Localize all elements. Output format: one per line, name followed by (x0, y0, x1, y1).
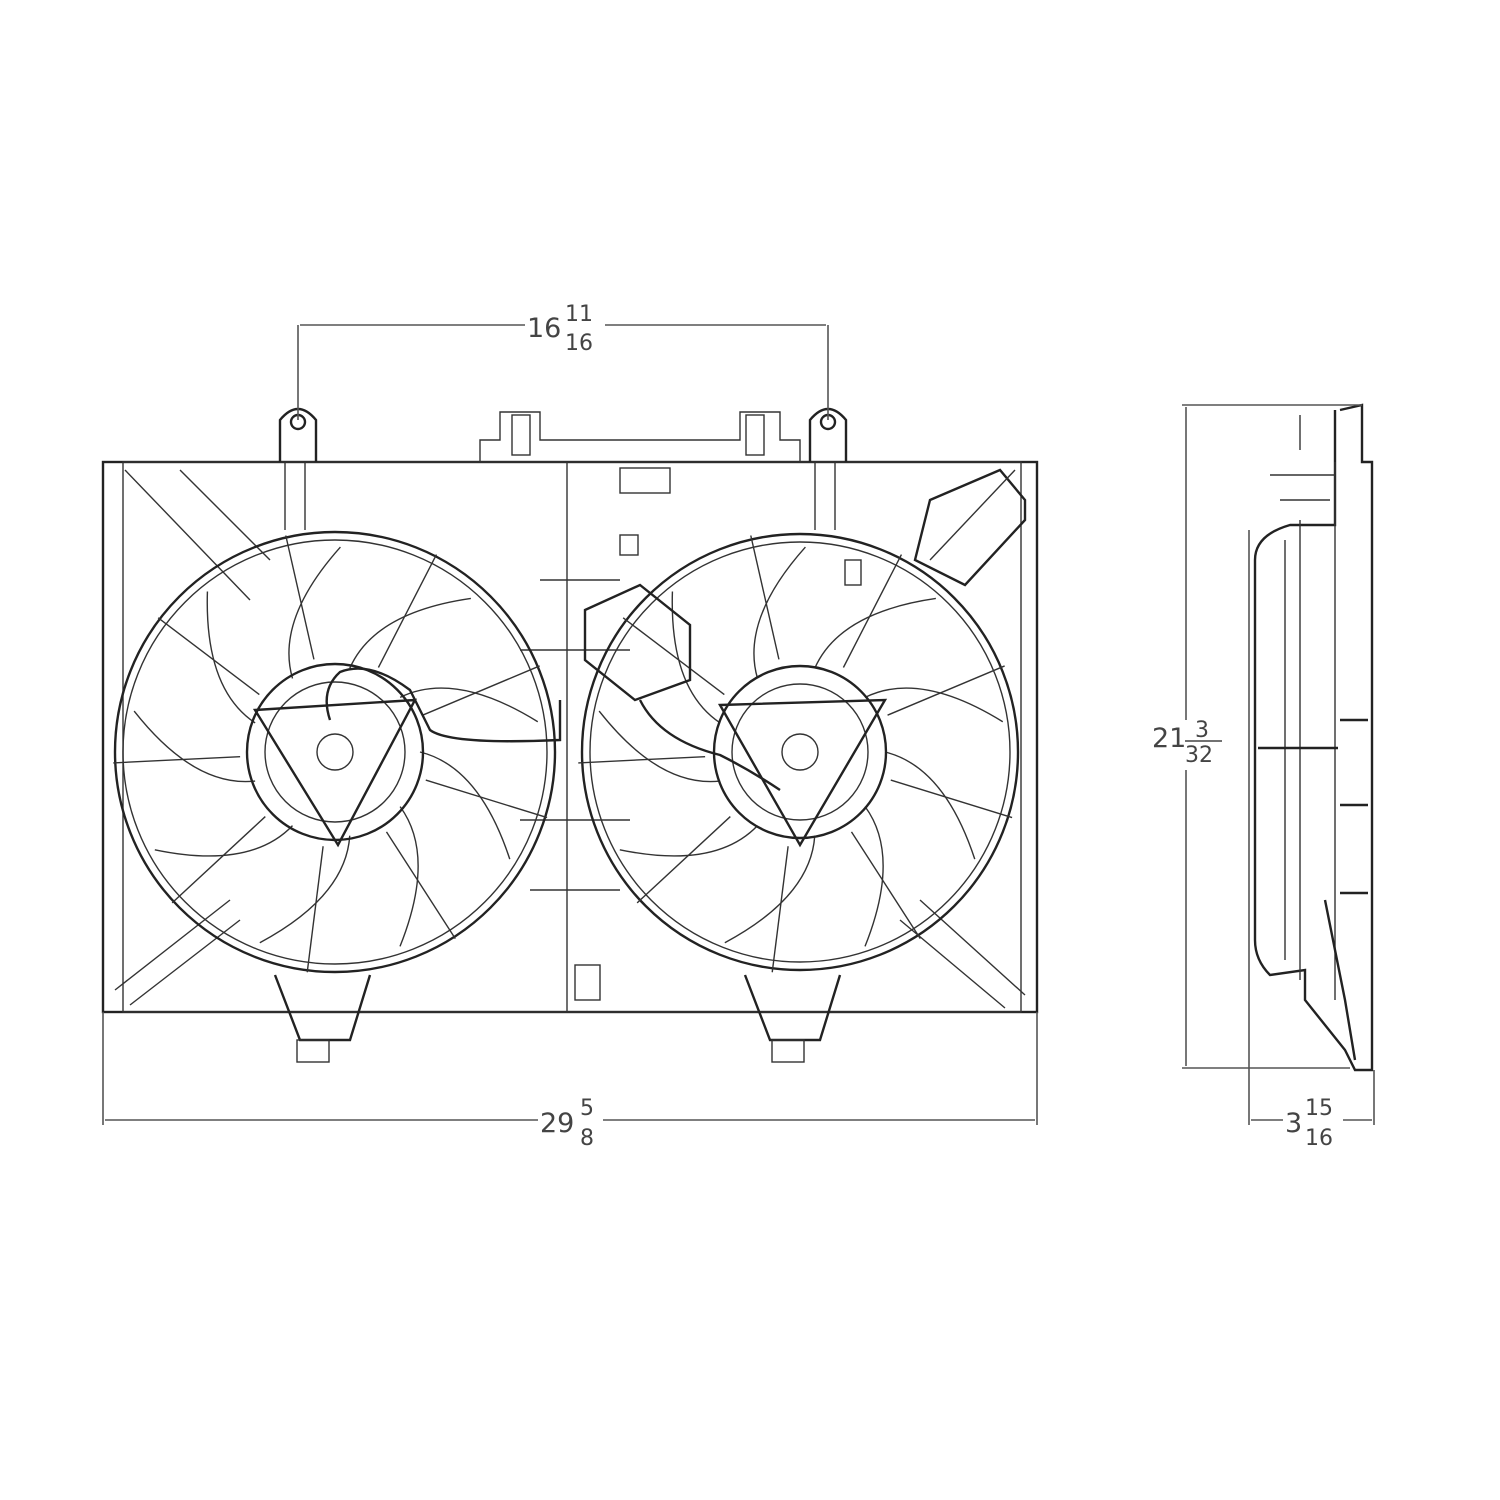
svg-text:15: 15 (1305, 1096, 1333, 1121)
guard-spoke (171, 816, 266, 904)
guard-spoke (385, 831, 456, 939)
fan-blade (864, 806, 884, 947)
fan-blade (814, 597, 936, 669)
fan-blade (259, 835, 351, 944)
fan-blade (349, 597, 471, 669)
dim-overall-width: 29 5 8 (538, 1095, 603, 1151)
right-fan (578, 532, 1020, 1063)
guard-spoke (157, 617, 260, 696)
guard-spoke (890, 779, 1013, 819)
svg-text:5: 5 (580, 1096, 594, 1121)
svg-text:21: 21 (1152, 723, 1186, 754)
fan-blade (399, 687, 539, 723)
fan-blade (619, 825, 759, 857)
front-view (101, 407, 1039, 1063)
fan-blade (399, 806, 419, 947)
right-motor-bracket (717, 698, 888, 848)
left-fan (113, 530, 557, 1063)
fan-blade (724, 835, 816, 944)
fan-blade (419, 751, 511, 860)
svg-text:16: 16 (527, 313, 561, 344)
guard-spoke (750, 535, 780, 660)
guard-spoke (285, 535, 315, 660)
fan-blade (864, 687, 1004, 723)
svg-text:16: 16 (565, 331, 593, 356)
fan-blade (884, 751, 976, 860)
dim-mount-spacing: 16 11 16 (525, 300, 605, 356)
fan-blade (598, 710, 721, 783)
fan-blade (206, 591, 256, 724)
svg-text:11: 11 (565, 302, 593, 327)
fan-blade (753, 546, 806, 679)
guard-spoke (113, 755, 241, 764)
guard-spoke (425, 779, 548, 819)
guard-spoke (622, 617, 725, 696)
guard-spoke (887, 665, 1005, 716)
svg-text:29: 29 (540, 1108, 574, 1139)
fan-blade (133, 710, 256, 783)
guard-spoke (306, 846, 324, 973)
dim-depth: 3 15 16 (1283, 1095, 1343, 1151)
side-view (1253, 403, 1374, 1072)
svg-text:3: 3 (1195, 718, 1209, 743)
fan-control-module (325, 534, 862, 1001)
svg-text:32: 32 (1185, 743, 1213, 768)
guard-spoke (850, 831, 921, 939)
fan-blade (671, 591, 721, 724)
guard-spoke (771, 846, 789, 973)
fan-blade (154, 825, 294, 857)
guard-spoke (636, 816, 731, 904)
dim-overall-height: 21 3 32 (1150, 718, 1225, 770)
svg-text:8: 8 (580, 1126, 594, 1151)
left-motor-bracket (252, 698, 418, 848)
guard-spoke (578, 755, 706, 764)
fan-blade (288, 546, 341, 679)
guard-spoke (842, 554, 903, 668)
svg-text:3: 3 (1285, 1108, 1302, 1139)
shroud-frame (101, 460, 1039, 1014)
guard-spoke (377, 554, 438, 668)
guard-spoke (422, 665, 540, 716)
mounting-tabs (278, 407, 1027, 587)
svg-text:16: 16 (1305, 1126, 1333, 1151)
